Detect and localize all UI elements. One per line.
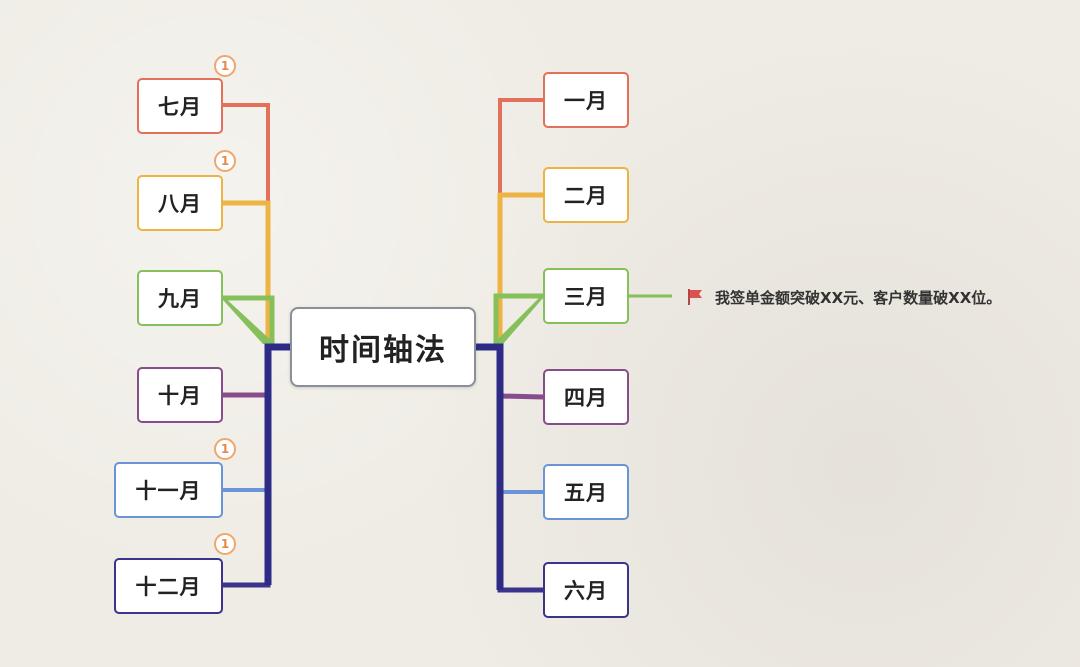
march-note[interactable]: 我签单金额突破XX元、客户数量破XX位。: [685, 284, 1001, 310]
topic-april[interactable]: 四月: [543, 369, 629, 425]
branch-right-jun: [497, 344, 543, 593]
topic-may[interactable]: 五月: [543, 464, 629, 520]
march-note-text: 我签单金额突破XX元、客户数量破XX位。: [715, 288, 1002, 307]
topic-label: 二月: [564, 184, 608, 208]
branch-right-apr: [499, 393, 544, 400]
central-topic[interactable]: 时间轴法: [290, 307, 476, 387]
topic-label: 十一月: [135, 479, 202, 503]
topic-label: 五月: [564, 481, 608, 505]
topic-july-count-badge[interactable]: 1: [214, 55, 236, 77]
topic-september[interactable]: 九月: [137, 270, 223, 326]
topic-november-count-badge[interactable]: 1: [214, 438, 236, 460]
topic-october[interactable]: 十月: [137, 367, 223, 423]
topic-june[interactable]: 六月: [543, 562, 629, 618]
topic-label: 一月: [564, 89, 608, 113]
topic-july[interactable]: 七月: [137, 78, 223, 134]
topic-march[interactable]: 三月: [543, 268, 629, 324]
topic-label: 十二月: [135, 575, 202, 599]
trunk-right: [476, 343, 504, 590]
branch-left-sep-flare: [223, 296, 275, 344]
trunk-left: [264, 343, 290, 585]
topic-august[interactable]: 八月: [137, 175, 223, 231]
topic-august-count-badge[interactable]: 1: [214, 150, 236, 172]
branch-left-sep: [223, 295, 275, 344]
topic-label: 九月: [158, 287, 202, 311]
topic-february[interactable]: 二月: [543, 167, 629, 223]
topic-label: 八月: [158, 192, 202, 216]
branch-right-mar: [493, 293, 543, 344]
branch-left-jul: [223, 103, 270, 344]
branch-right-jan: [498, 98, 543, 344]
topic-label: 六月: [564, 579, 608, 603]
topic-december[interactable]: 十二月: [114, 558, 223, 614]
topic-january[interactable]: 一月: [543, 72, 629, 128]
topic-label: 十月: [158, 384, 202, 408]
topic-december-count-badge[interactable]: 1: [214, 533, 236, 555]
topic-label: 四月: [564, 386, 608, 410]
branch-right-mar-flare: [493, 294, 543, 344]
topic-november[interactable]: 十一月: [114, 462, 223, 518]
central-topic-label: 时间轴法: [319, 333, 447, 368]
topic-label: 七月: [158, 95, 202, 119]
topic-label: 三月: [564, 285, 608, 309]
red-flag-icon: [688, 289, 702, 305]
